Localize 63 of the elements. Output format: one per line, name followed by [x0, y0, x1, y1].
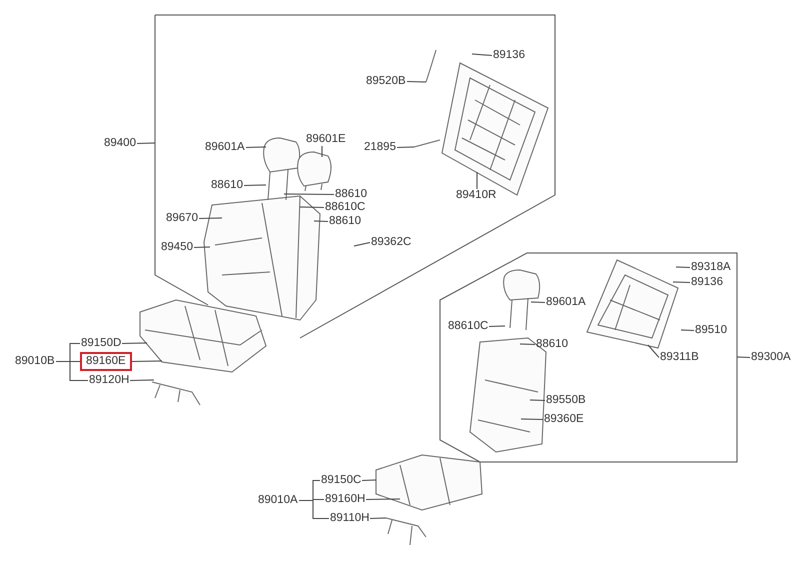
leader-line	[530, 400, 546, 401]
callout-number: 89601A	[545, 296, 587, 308]
callout-number: 89136	[492, 48, 526, 62]
leader-line	[648, 344, 660, 358]
leader-line	[244, 184, 266, 186]
leader-line	[300, 206, 324, 208]
callout-number: 89160H	[324, 492, 366, 506]
leader-line	[366, 498, 400, 500]
callout-number: 89362C	[370, 236, 412, 248]
callout-number: 89601E	[305, 132, 347, 146]
leader-line	[736, 356, 750, 358]
callout-number: 89510	[694, 324, 728, 336]
callout-number: 89010B	[14, 354, 56, 368]
callout-number: 89450	[160, 240, 194, 254]
callout-number: 89160E	[80, 352, 132, 370]
callout-number: 89601A	[204, 140, 246, 154]
leader-line	[130, 380, 154, 381]
callout-number: 89150C	[320, 474, 362, 486]
leader-line	[362, 480, 376, 481]
leader-line	[520, 344, 536, 345]
leader-line	[680, 330, 694, 331]
callout-number: 88610	[210, 178, 244, 192]
callout-number: 89136	[690, 276, 724, 288]
leader-line	[314, 220, 328, 222]
callout-number: 89670	[165, 212, 199, 224]
callout-number: 88610C	[324, 200, 366, 214]
leader-line	[284, 194, 334, 195]
callout-number: 89150D	[80, 336, 122, 350]
bracket-line	[298, 500, 330, 519]
callout-number: 89520B	[365, 74, 407, 88]
callout-number: 88610	[328, 214, 362, 228]
callout-number: 88610C	[447, 320, 490, 332]
callout-number: 89110H	[329, 512, 370, 524]
callout-number: 89318A	[690, 260, 732, 274]
leader-line	[122, 342, 148, 344]
callout-number: 89400	[103, 136, 137, 150]
callout-number: 21895	[363, 140, 397, 154]
leader-line	[132, 360, 162, 362]
callout-number: 89550B	[545, 394, 587, 406]
callout-number: 89010A	[257, 494, 299, 506]
leader-line	[194, 246, 210, 248]
callout-number: 89360E	[543, 412, 585, 426]
callout-number: 89300A	[750, 350, 792, 364]
callout-number: 89120H	[88, 374, 130, 386]
bracket-line	[56, 361, 88, 381]
leader-line	[676, 266, 690, 268]
leader-line	[406, 81, 426, 82]
callout-number: 88610	[334, 188, 368, 200]
leader-line	[396, 146, 414, 148]
leader-line	[520, 418, 544, 420]
callout-number: 88610	[535, 338, 569, 350]
leader-line	[198, 218, 222, 219]
leader-line	[530, 302, 546, 303]
callout-number: 89311B	[659, 350, 700, 364]
leader-line	[476, 172, 478, 190]
leader-line	[472, 54, 492, 56]
leader-line	[246, 146, 266, 148]
callout-number: 89410R	[455, 188, 498, 202]
leader-line	[354, 242, 370, 246]
leader-line	[672, 282, 690, 283]
leader-line	[488, 326, 506, 327]
leader-line	[136, 142, 156, 144]
leader-line	[370, 518, 386, 519]
